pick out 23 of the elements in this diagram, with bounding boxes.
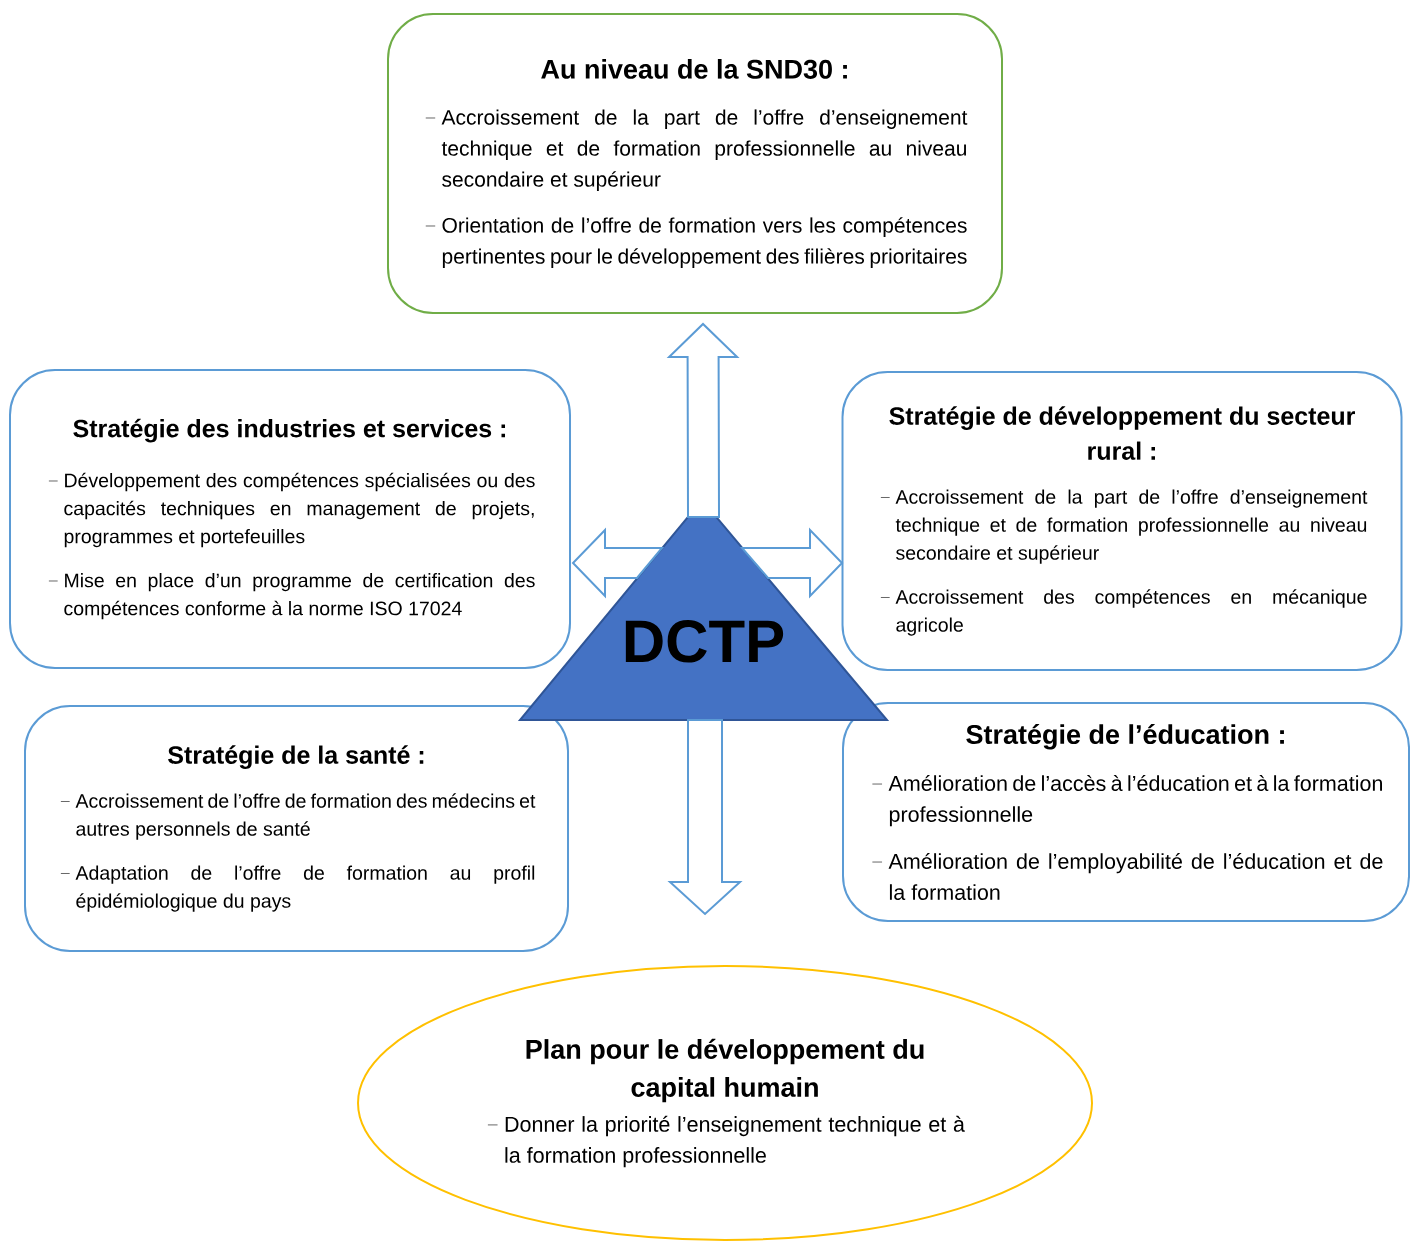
bullet-text: Donner la priorité l’enseignement technique et à la formation professionnelle: [505, 1115, 965, 1168]
heading: Au niveau de la SND30 :: [541, 59, 847, 79]
strategy-box: [9, 369, 571, 669]
bullet-text: Accroissement de la part de l’offre d’enseignement technique et de formation professionnelle au niveau secondaire et supérieur: [895, 489, 1368, 564]
strategy-box: [842, 702, 1410, 922]
heading: Stratégie de l’éducation :: [966, 724, 1284, 750]
bullet-text: Adaptation de l’offre de formation au profil épidémiologique du pays: [75, 865, 535, 912]
block-arrow: [666, 322, 740, 518]
bullet-text: Accroissement de l’offre de formation des médecins et autres personnels de santé: [75, 793, 536, 840]
strategy-box: [24, 705, 569, 952]
heading: Stratégie de développement du secteur rural :: [889, 406, 1355, 460]
heading: Plan pour le développement du capital humain: [526, 1038, 924, 1103]
bullet-text: Amélioration de l’accès à l’éducation et à la formation professionnelle: [888, 774, 1382, 827]
bullet-text: Orientation de l’offre de formation vers les compétences pertinentes pour le développement des filières prioritaires: [442, 217, 967, 268]
heading: Stratégie des industries et services :: [73, 418, 505, 443]
heading: Stratégie de la santé :: [168, 745, 424, 769]
bullet-text: Accroissement de la part de l’offre d’enseignement technique et de formation professionnelle au niveau secondaire et supérieur: [441, 109, 968, 191]
strategy-box: [387, 13, 1003, 314]
bullet-text: Accroissement des compétences en mécanique agricole: [895, 589, 1367, 636]
block-arrow: [667, 719, 743, 916]
bullet-text: Amélioration de l’employabilité de l’éducation et de la formation: [888, 852, 1383, 900]
strategy-box: [841, 371, 1403, 671]
plan-ellipse: [357, 965, 1093, 1241]
